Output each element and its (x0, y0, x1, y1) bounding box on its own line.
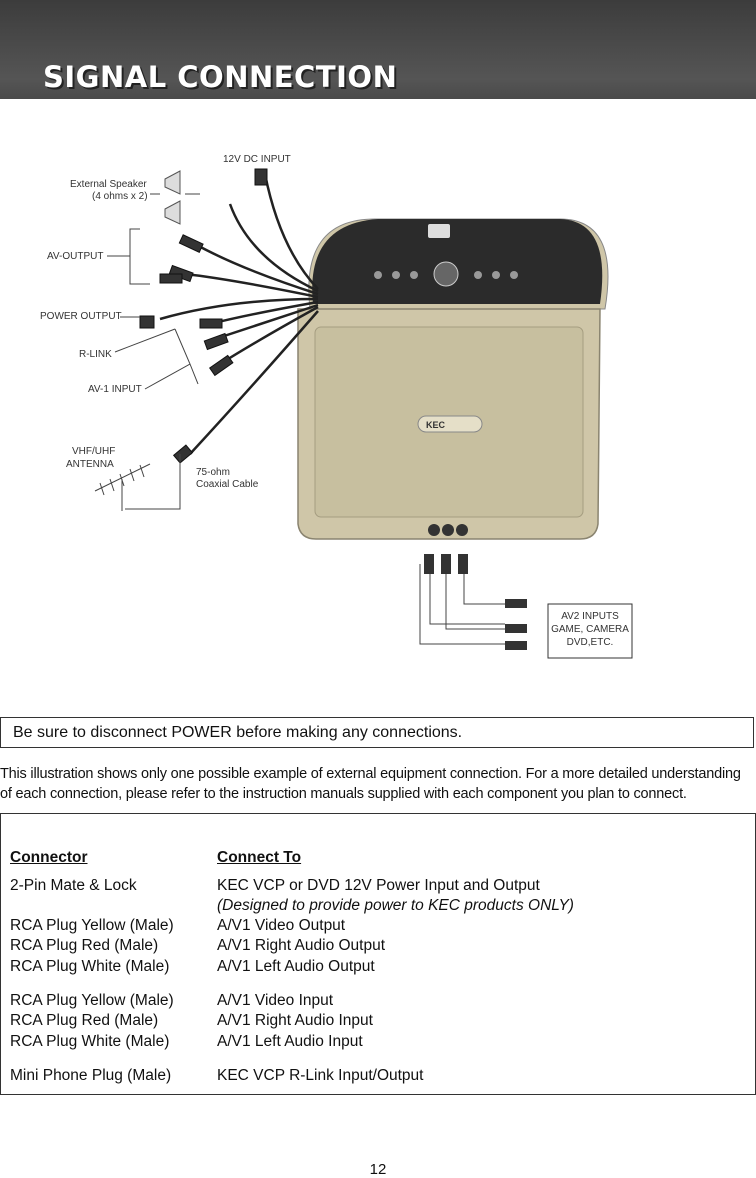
r-link-label: R-LINK (79, 349, 112, 360)
warning-text: Be sure to disconnect POWER before makin… (13, 724, 463, 741)
rca-plugs (139, 168, 268, 464)
connection-diagram: KEC (0, 99, 756, 699)
antenna-label-2: ANTENNA (66, 459, 114, 470)
av1-input-label: AV-1 INPUT (88, 384, 142, 395)
table-row-connector: 2-Pin Mate & Lock (10, 877, 137, 894)
page-header: SIGNAL CONNECTION (0, 0, 756, 99)
column-header-connect-to: Connect To (217, 849, 302, 866)
table-row-connect-to: A/V1 Left Audio Output (217, 958, 375, 975)
warning-box: Be sure to disconnect POWER before makin… (0, 717, 754, 748)
column-header-connector: Connector (10, 849, 88, 866)
table-row-connector: RCA Plug Yellow (Male) (10, 992, 174, 1009)
monitor-device: KEC (297, 218, 609, 540)
table-row-note: (Designed to provide power to KEC produc… (217, 897, 574, 914)
power-output-label: POWER OUTPUT (40, 311, 122, 322)
table-row-connector: RCA Plug White (Male) (10, 1033, 170, 1050)
table-row-connect-to: A/V1 Right Audio Output (217, 937, 386, 954)
antenna-label-1: VHF/UHF (72, 446, 116, 457)
av2-plugs (424, 554, 527, 650)
av-output-label: AV-OUTPUT (47, 251, 104, 262)
table-row-connect-to: A/V1 Video Input (217, 992, 334, 1009)
antenna-icon (94, 454, 181, 511)
table-row-connector: RCA Plug Red (Male) (10, 1012, 159, 1029)
table-row-connector: RCA Plug Red (Male) (10, 937, 159, 954)
connection-table: Connector Connect To 2-Pin Mate & Lock K… (0, 813, 756, 1095)
svg-text:KEC: KEC (426, 420, 446, 430)
table-row-connect-to: KEC VCP R-Link Input/Output (217, 1067, 424, 1084)
coax-label-2: Coaxial Cable (196, 479, 259, 490)
av2-label-3: DVD,ETC. (566, 637, 614, 648)
table-row-connect-to: A/V1 Video Output (217, 917, 346, 934)
leader-lines (107, 193, 505, 645)
table-row-connect-to: A/V1 Left Audio Input (217, 1033, 363, 1050)
speaker-label-1: External Speaker (70, 179, 147, 190)
av2-label-1: AV2 INPUTS (561, 611, 619, 622)
page-number: 12 (369, 1161, 387, 1178)
table-row-connect-to: A/V1 Right Audio Input (217, 1012, 373, 1029)
table-row-connect-to: KEC VCP or DVD 12V Power Input and Outpu… (217, 877, 540, 894)
table-row-connector: Mini Phone Plug (Male) (10, 1067, 172, 1084)
description-paragraph: This illustration shows only one possibl… (0, 766, 741, 802)
speaker-label-2: (4 ohms x 2) (92, 191, 148, 202)
diagram-illustration: KEC (94, 168, 633, 659)
cable-harness (159, 173, 319, 455)
table-row-connector: RCA Plug White (Male) (10, 958, 170, 975)
av2-label-2: GAME, CAMERA (551, 624, 629, 635)
table-row-connector: RCA Plug Yellow (Male) (10, 917, 174, 934)
speaker-icon (164, 170, 181, 225)
page-title: SIGNAL CONNECTION (43, 60, 398, 94)
coax-label-1: 75-ohm (196, 467, 230, 478)
dc-input-label: 12V DC INPUT (223, 154, 291, 165)
av2-box (547, 603, 633, 659)
